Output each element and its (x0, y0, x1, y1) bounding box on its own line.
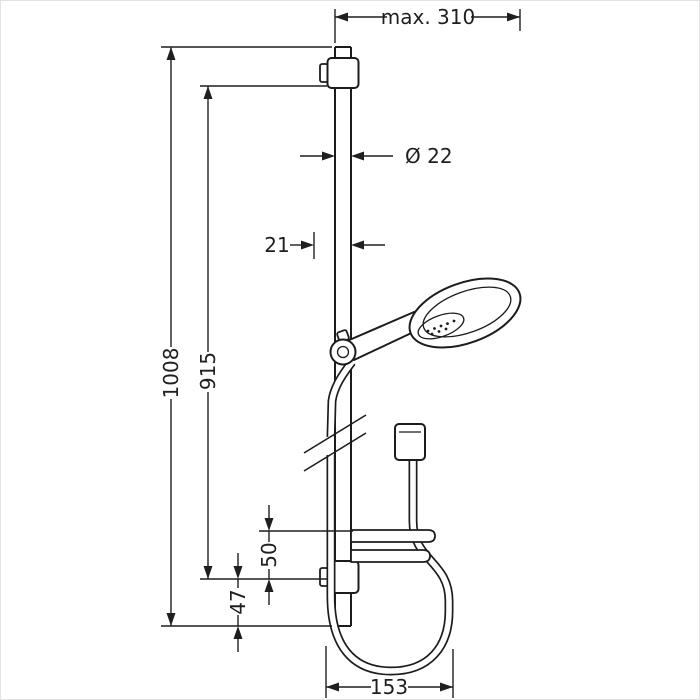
dim-bar-hole-height: 915 (196, 86, 221, 579)
dim-bar-diameter: Ø 22 (300, 144, 453, 168)
dim-label-dish-spacing: 50 (257, 542, 281, 567)
shower-hose-upper (326, 359, 356, 438)
hand-shower (346, 277, 522, 361)
hand-shower-head (408, 277, 522, 349)
dim-dish-spacing: 50 (257, 505, 282, 605)
dim-hose-loop-width: 153 (326, 675, 453, 699)
soap-dish (350, 529, 436, 563)
extension-lines (161, 9, 521, 698)
dim-bar-offset: 21 (264, 233, 385, 257)
spray-nozzle-dots (426, 319, 456, 336)
dim-bottom-spacing: 47 (226, 553, 251, 652)
slider-knob (329, 329, 357, 366)
spray-face (417, 312, 465, 340)
dim-label-hose-loop-width: 153 (370, 675, 408, 699)
dim-label-bar-hole-height: 915 (196, 352, 220, 390)
dim-label-bar-offset: 21 (264, 233, 289, 257)
bottom-wall-bracket (319, 560, 360, 594)
dim-label-max-width: max. 310 (381, 5, 475, 29)
dim-max-width: max. 310 (335, 5, 520, 29)
dim-overall-height: 1008 (159, 47, 184, 626)
hose-break-marks (303, 414, 367, 472)
dim-label-overall-height: 1008 (159, 348, 183, 399)
dim-label-bar-diameter: Ø 22 (405, 144, 453, 168)
wall-outlet (394, 423, 426, 461)
dim-label-bottom-spacing: 47 (226, 589, 250, 614)
top-wall-bracket (319, 57, 360, 89)
